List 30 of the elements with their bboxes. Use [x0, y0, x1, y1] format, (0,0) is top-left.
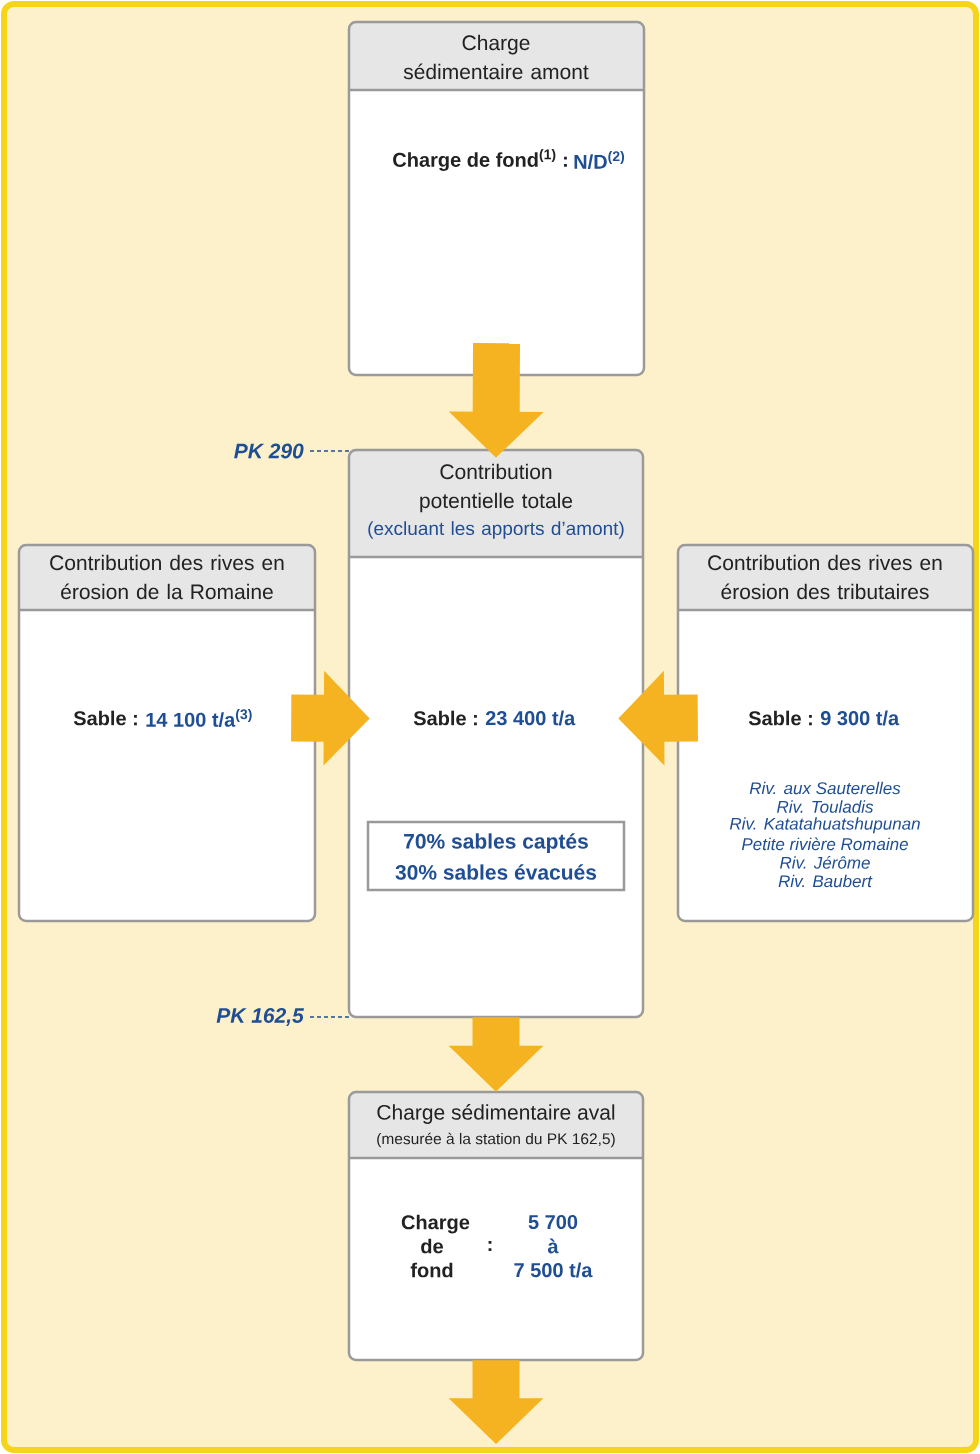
- river-name: Petite rivière Romaine: [741, 837, 908, 851]
- subheader-text: (excluant les apports d’amont): [368, 521, 624, 539]
- value-text: 5 700: [528, 1214, 578, 1230]
- river-name: Riv. Jérôme: [780, 856, 870, 869]
- header-text: Contribution des rives en érosion des tributaires: [708, 554, 942, 600]
- summary-text: 70% sables captés: [404, 833, 588, 853]
- river-name: Riv. Katatahuatshupunan: [729, 817, 920, 834]
- value-text: 23 400 t/a: [485, 710, 576, 726]
- value-label: Sable :: [748, 710, 812, 726]
- subheader-text: (mesurée à la station du PK 162,5): [377, 1132, 615, 1148]
- value-label: Charge de fond: [401, 1214, 470, 1278]
- station-label: PK 162,5: [216, 1008, 304, 1026]
- river-name: Riv. Touladis: [777, 800, 874, 813]
- value-label: Charge de fond$^{(1)}$ :: [393, 149, 567, 171]
- header-text: Contribution des rives en érosion de la Romaine: [50, 554, 284, 600]
- value-text: 7 500 t/a: [514, 1262, 593, 1278]
- value-label: Sable :: [73, 710, 137, 726]
- summary-text: 30% sables évacués: [395, 864, 597, 880]
- value-text: 9 300 t/a: [820, 710, 900, 726]
- colon: :: [488, 1240, 492, 1252]
- header-text: Charge sédimentaire aval: [377, 1104, 615, 1124]
- value-text: à: [547, 1238, 559, 1254]
- station-label: PK 290: [234, 443, 304, 459]
- header-text: Contribution potentielle totale: [420, 463, 573, 513]
- river-name: Riv. aux Sauterelles: [749, 781, 901, 795]
- value-text: N/D$^{(2)}$: [574, 150, 625, 170]
- value-label: Sable :: [413, 710, 477, 726]
- header-text: Charge sédimentaire amont: [403, 34, 589, 80]
- river-name: Riv. Baubert: [778, 874, 873, 888]
- value-text: 14 100 t/a$^{(3)}$: [146, 708, 252, 728]
